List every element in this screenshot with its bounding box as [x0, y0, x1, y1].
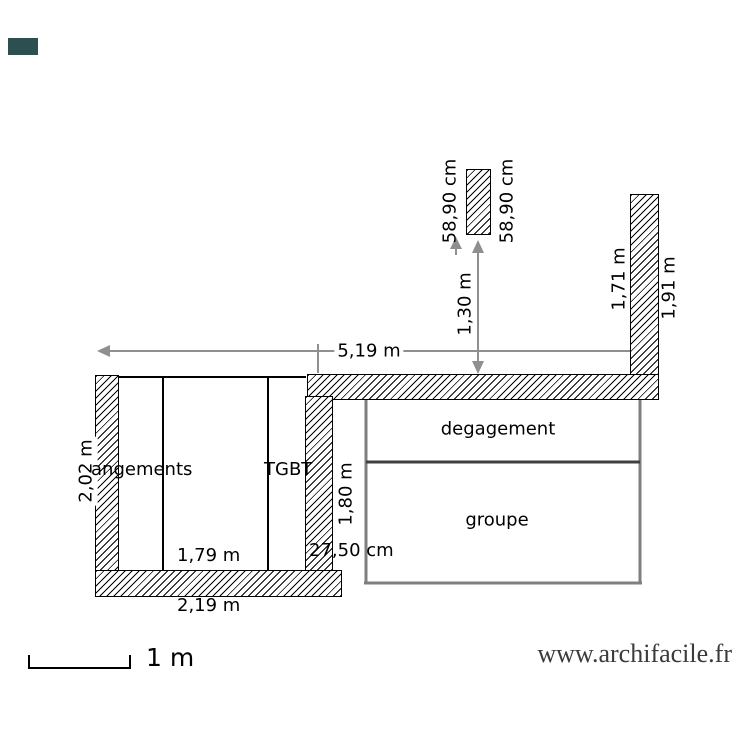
arrow-down-icon: [472, 361, 484, 374]
dim-right-wall-outer: 1,91 m: [658, 256, 680, 320]
dim-bottom-outer: 2,19 m: [177, 595, 241, 616]
interior-partition-walls: [116, 376, 306, 570]
wall-left: [95, 375, 119, 597]
wall-bottom: [95, 570, 342, 597]
scale-bar: [28, 655, 131, 669]
dim-duct-width-arrow: [450, 237, 462, 255]
arrow-left-icon: [97, 345, 110, 357]
room-label-degagement: degagement: [440, 418, 556, 440]
arrow-up-icon: [450, 237, 462, 249]
wall-duct: [466, 169, 491, 235]
dim-right-wall-inner: 1,71 m: [608, 247, 630, 311]
color-swatch: [8, 38, 38, 55]
wall-tgbt: [305, 396, 333, 572]
dim-top-span: 5,19 m: [334, 341, 404, 363]
dim-tgbt-wall-width: 27,50 cm: [309, 540, 394, 561]
dim-duct-offset-line: [472, 240, 484, 374]
wall-top: [307, 374, 659, 400]
wall-right: [630, 194, 659, 400]
room-borders: [364, 398, 642, 585]
dim-bottom-inner: 1,79 m: [177, 545, 241, 566]
arrow-up-icon: [472, 240, 484, 253]
scale-label: 1 m: [146, 643, 195, 672]
room-label-groupe: groupe: [465, 509, 529, 531]
dim-duct-width-left: 58,90 cm: [439, 158, 461, 244]
dim-tgbt-wall-height: 1,80 m: [335, 462, 357, 526]
room-label-rangements: angements: [91, 459, 193, 480]
room-label-tgbt: TGBT: [264, 459, 313, 480]
dim-duct-width-right: 58,90 cm: [496, 158, 518, 244]
dim-duct-offset: 1,30 m: [454, 272, 476, 336]
watermark: www.archifacile.fr: [537, 639, 732, 668]
